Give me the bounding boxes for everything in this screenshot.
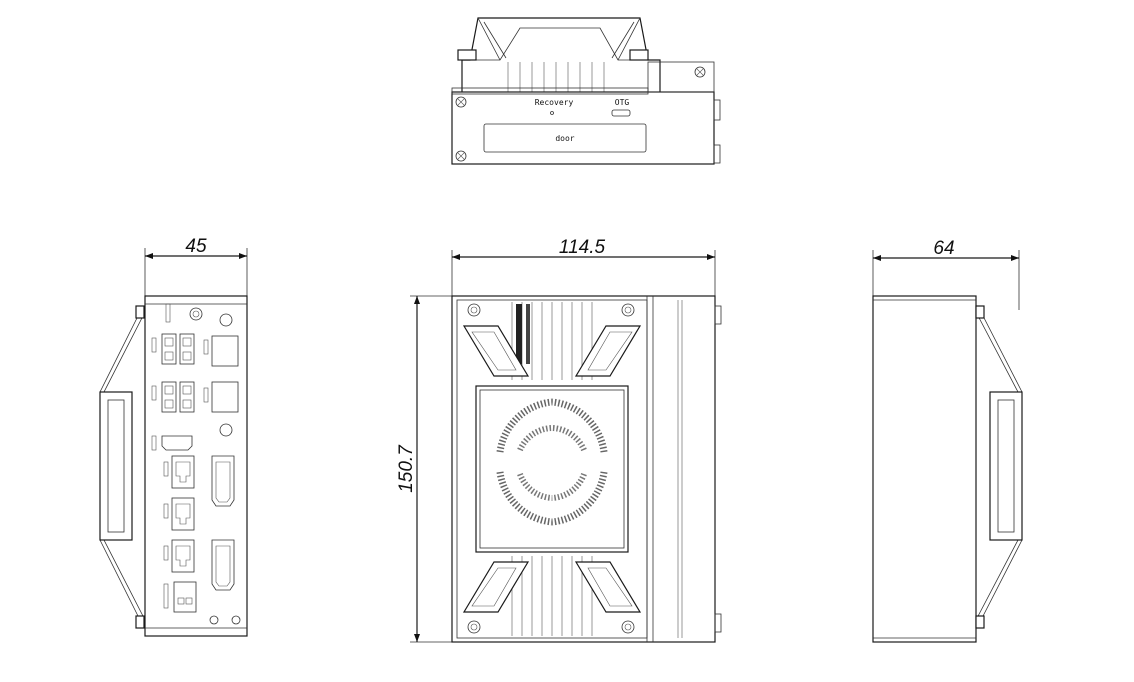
rj45-port-icon xyxy=(171,455,195,489)
screw-icon xyxy=(231,615,241,625)
usb-port-icon xyxy=(161,333,177,365)
antenna-hole-icon xyxy=(219,423,233,437)
front-view: 114.5 150.7 xyxy=(396,237,722,643)
dimension-width-front: 114.5 xyxy=(559,237,606,258)
dimension-width-side: 45 xyxy=(185,236,207,257)
top-view: Recovery OTG door xyxy=(451,17,721,165)
power-button-icon xyxy=(189,307,203,321)
door-label: door xyxy=(555,134,574,143)
screw-icon xyxy=(694,66,706,78)
recovery-label: Recovery xyxy=(535,98,574,107)
screw-icon xyxy=(455,96,467,108)
ground-screw-icon xyxy=(209,615,219,625)
screw-icon xyxy=(467,620,481,634)
right-view: 64 xyxy=(872,238,1023,643)
storage-door xyxy=(483,123,647,153)
usb-port-icon xyxy=(179,333,195,365)
screw-icon xyxy=(621,303,635,317)
screw-icon xyxy=(467,303,481,317)
dimension-width-right: 64 xyxy=(933,238,954,259)
db9-port-icon xyxy=(211,539,235,591)
led-icon xyxy=(219,313,233,327)
fan-grille-icon xyxy=(496,398,608,526)
dimension-height-front: 150.7 xyxy=(396,444,417,493)
heatsink-fins xyxy=(507,62,605,92)
side-view-io: 45 xyxy=(99,236,248,637)
sfp-port-icon xyxy=(211,335,239,367)
screw-icon xyxy=(455,150,467,162)
port-label-marks xyxy=(151,303,209,609)
screw-icon xyxy=(621,620,635,634)
rj45-port-icon xyxy=(171,539,195,573)
rj45-port-icon xyxy=(171,497,195,531)
hdmi-port-icon xyxy=(161,435,193,451)
sfp-port-icon xyxy=(211,381,239,413)
recovery-button xyxy=(550,111,554,115)
dc-terminal-icon xyxy=(173,581,197,613)
heatsink-fins-top xyxy=(511,302,593,380)
db9-port-icon xyxy=(211,455,235,507)
otg-label: OTG xyxy=(615,98,630,107)
usb-port-icon xyxy=(179,381,195,413)
usb-port-icon xyxy=(161,381,177,413)
usb-otg-port-icon xyxy=(611,109,631,117)
